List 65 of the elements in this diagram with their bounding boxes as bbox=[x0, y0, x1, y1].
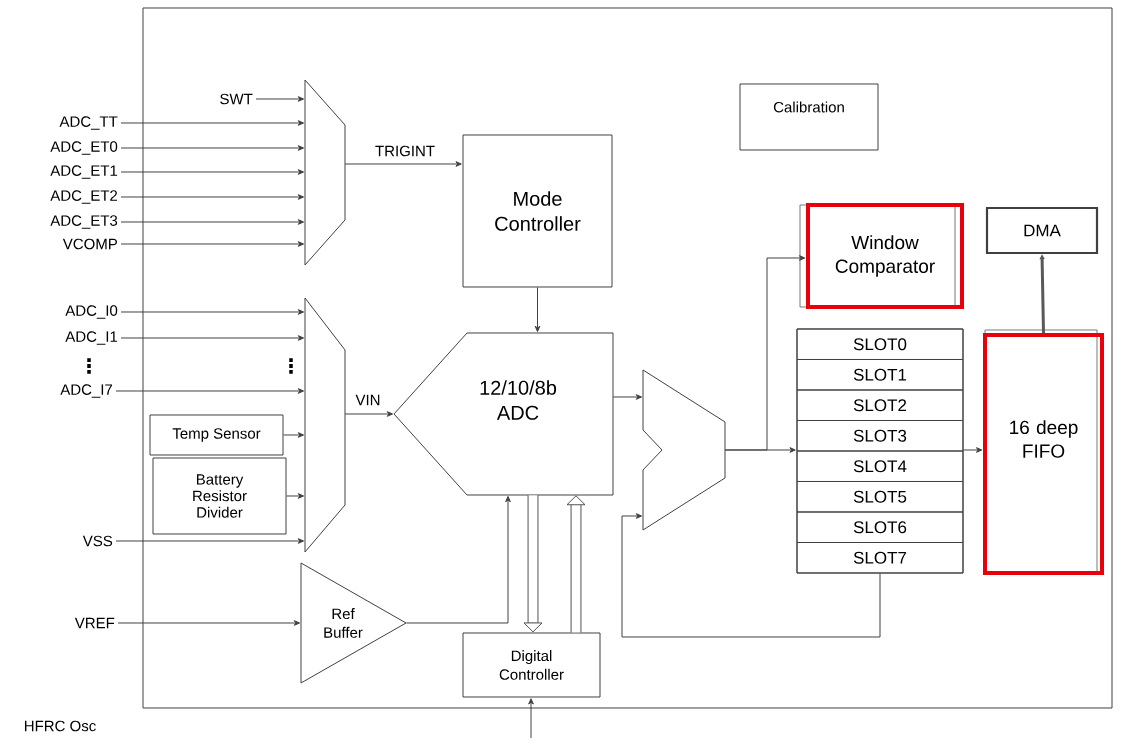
arrow bbox=[117, 620, 301, 626]
arrow bbox=[724, 255, 806, 451]
buffer-triangle: Ref Buffer bbox=[300, 562, 407, 684]
arrow bbox=[120, 145, 305, 151]
signal-label: ADC_I1 bbox=[65, 331, 118, 345]
block-box: DMA bbox=[985, 206, 1099, 255]
arrow bbox=[286, 493, 305, 499]
arrow bbox=[963, 447, 983, 453]
highlighted-box: Window Comparator bbox=[799, 203, 964, 309]
edge-label: VIN bbox=[354, 393, 382, 407]
edge-label: TRIGINT bbox=[374, 144, 436, 158]
block-boundary bbox=[142, 7, 1113, 709]
highlighted-box: 16 deep FIFO bbox=[983, 329, 1104, 575]
arrow bbox=[344, 411, 394, 417]
arrow bbox=[612, 394, 643, 400]
arrow bbox=[523, 495, 543, 633]
arrow bbox=[566, 495, 586, 633]
signal-label: ADC_I7 bbox=[60, 384, 113, 398]
arrow bbox=[255, 96, 305, 102]
signal-label: ADC_TT bbox=[59, 116, 118, 130]
arrow bbox=[120, 309, 305, 315]
slot-cell: SLOT7 bbox=[796, 542, 964, 574]
signal-label: ADC_ET2 bbox=[50, 190, 118, 204]
arrow bbox=[115, 538, 305, 544]
multiplexer-symbol bbox=[304, 79, 346, 266]
multiplexer-symbol bbox=[304, 297, 346, 553]
slot-cell: SLOT3 bbox=[796, 420, 964, 452]
slot-cell: SLOT4 bbox=[796, 450, 964, 482]
signal-label: ADC_ET1 bbox=[50, 165, 118, 179]
arrow bbox=[1039, 254, 1045, 334]
arrow bbox=[120, 219, 305, 225]
block-box: Digital Controller bbox=[462, 632, 601, 698]
arrow bbox=[120, 120, 305, 126]
adc-block: 12/10/8b ADC bbox=[393, 332, 614, 496]
slot-cell: SLOT1 bbox=[796, 359, 964, 391]
block-box: Temp Sensor bbox=[149, 414, 284, 456]
signal-label: ADC_ET3 bbox=[50, 215, 118, 229]
signal-label: ADC_I0 bbox=[65, 305, 118, 319]
signal-label: VREF bbox=[74, 617, 115, 629]
block-box: Mode Controller bbox=[462, 134, 613, 288]
arrow bbox=[120, 169, 305, 175]
slot-cell: SLOT5 bbox=[796, 481, 964, 513]
slot-cell: SLOT6 bbox=[796, 511, 964, 543]
signal-label: VSS bbox=[82, 535, 113, 547]
ellipsis-dots: ⋮ bbox=[87, 358, 91, 374]
signal-label: ADC_ET0 bbox=[50, 141, 118, 155]
slot-cell: SLOT2 bbox=[796, 389, 964, 421]
arrow bbox=[528, 698, 534, 738]
arrow bbox=[283, 432, 305, 438]
arrow bbox=[120, 194, 305, 200]
slot-cell: SLOT0 bbox=[796, 328, 964, 360]
arrow bbox=[115, 388, 305, 394]
signal-label: VCOMP bbox=[62, 238, 117, 250]
arrow bbox=[621, 513, 881, 638]
arrow bbox=[405, 495, 511, 624]
block-box: Calibration bbox=[739, 83, 879, 151]
ellipsis-dots: ⋮ bbox=[289, 358, 293, 374]
arrow bbox=[534, 287, 541, 333]
multiplexer-symbol bbox=[642, 369, 726, 531]
signal-label: SWT bbox=[220, 93, 253, 105]
signal-label: HFRC Osc bbox=[25, 720, 96, 732]
arrow bbox=[344, 161, 462, 167]
arrow bbox=[120, 241, 305, 247]
block-box: Battery Resistor Divider bbox=[152, 457, 287, 535]
arrow bbox=[120, 335, 305, 341]
